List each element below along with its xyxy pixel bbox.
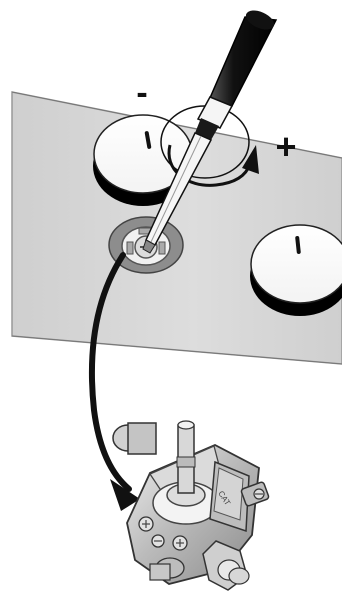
right-knob-icon	[250, 225, 342, 316]
gas-valve-icon: CAT	[113, 421, 269, 590]
decrease-symbol: -	[136, 74, 147, 112]
increase-symbol: +	[275, 126, 296, 167]
